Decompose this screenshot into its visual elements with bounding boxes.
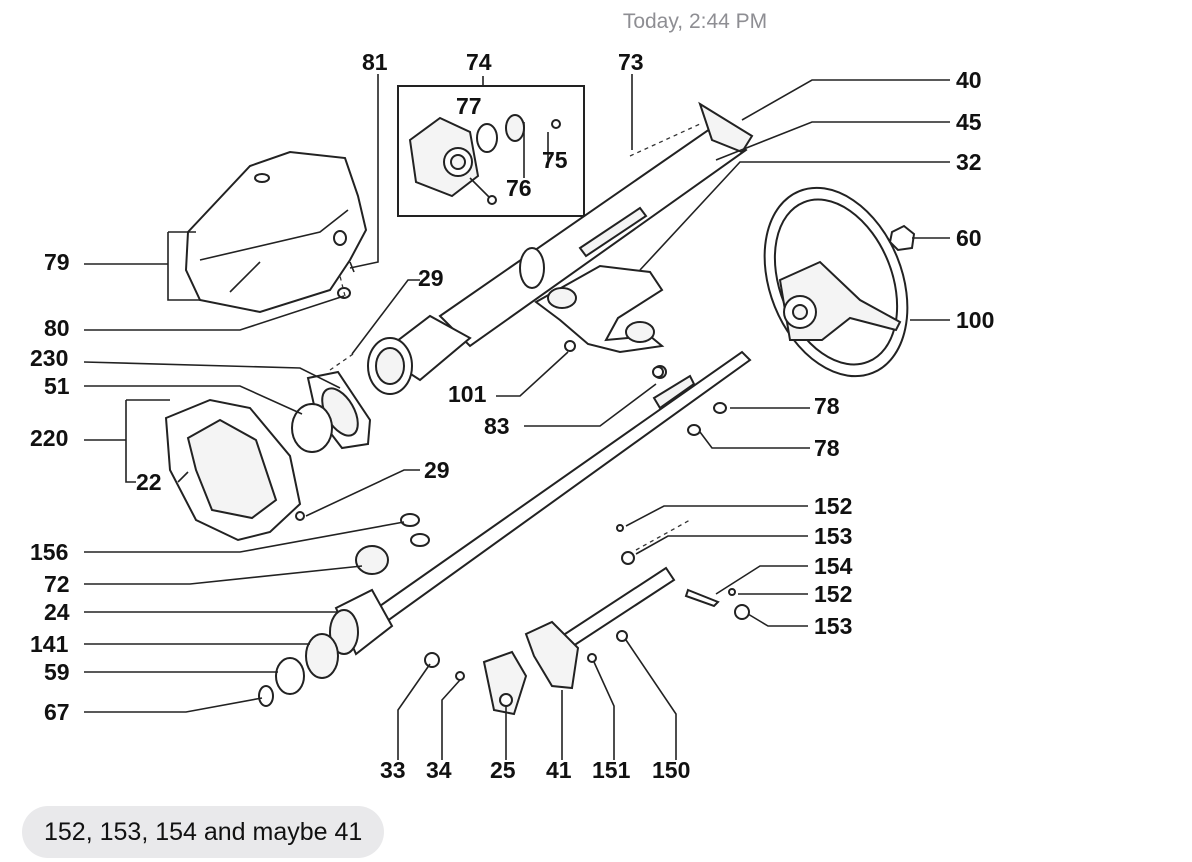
steering-column-parts-diagram: 81 74 77 73 40 45 32 75 76 79 29 60 80 2…	[30, 49, 994, 783]
callout-label: 78	[814, 393, 840, 419]
column-mounting-flange	[164, 370, 372, 542]
assembly-line	[329, 351, 357, 371]
callout-label: 153	[814, 523, 852, 549]
callout-label: 141	[30, 631, 69, 657]
callout-label: 76	[506, 175, 532, 201]
assembly-line	[629, 123, 701, 157]
callout-label: 100	[956, 307, 994, 333]
callout-label: 33	[380, 757, 406, 783]
callout-label: 150	[652, 757, 690, 783]
steering-shaft	[329, 350, 752, 656]
callout-label: 152	[814, 493, 852, 519]
callout-label: 230	[30, 345, 68, 371]
leader-lines	[83, 74, 950, 760]
callout-label: 220	[30, 425, 68, 451]
callout-label: 75	[542, 147, 568, 173]
callout-label: 73	[618, 49, 644, 75]
callout-label: 74	[466, 49, 492, 75]
callout-label: 60	[956, 225, 982, 251]
callout-label: 34	[426, 757, 452, 783]
callout-label: 156	[30, 539, 68, 565]
callout-label: 83	[484, 413, 510, 439]
callout-label: 51	[44, 373, 70, 399]
callout-label: 67	[44, 699, 70, 725]
spring-and-bearing-parts	[258, 513, 430, 707]
callout-label: 154	[814, 553, 853, 579]
callout-label: 29	[418, 265, 444, 291]
callout-label: 25	[490, 757, 516, 783]
callout-label: 29	[424, 457, 450, 483]
column-mounting-bracket	[534, 264, 665, 354]
callout-label: 81	[362, 49, 388, 75]
callout-label: 101	[448, 381, 487, 407]
callout-label: 72	[44, 571, 70, 597]
part-group-box	[397, 85, 585, 217]
callout-label: 77	[456, 93, 482, 119]
message-text: 152, 153, 154 and maybe 41	[44, 817, 363, 846]
callout-label: 80	[44, 315, 70, 341]
callout-label: 152	[814, 581, 852, 607]
assembly-line	[635, 519, 691, 551]
callout-label: 22	[136, 469, 162, 495]
callout-label: 151	[592, 757, 631, 783]
received-message-bubble[interactable]: 152, 153, 154 and maybe 41	[22, 806, 385, 858]
lower-shaft-assembly	[424, 340, 750, 716]
steering-column-tube	[367, 101, 754, 395]
ignition-lock-assembly	[408, 114, 561, 205]
callout-label: 78	[814, 435, 840, 461]
callout-label: 24	[44, 599, 70, 625]
callout-label: 41	[546, 757, 572, 783]
assembly-line	[339, 275, 346, 297]
callout-label: 40	[956, 67, 982, 93]
steering-wheel	[763, 186, 916, 378]
callout-label: 153	[814, 613, 852, 639]
column-cover-shroud	[184, 150, 368, 314]
callout-label: 59	[44, 659, 70, 685]
callout-label: 32	[956, 149, 982, 175]
message-timestamp: Today, 2:44 PM	[622, 10, 768, 33]
callout-label: 45	[956, 109, 982, 135]
callout-label: 79	[44, 249, 70, 275]
